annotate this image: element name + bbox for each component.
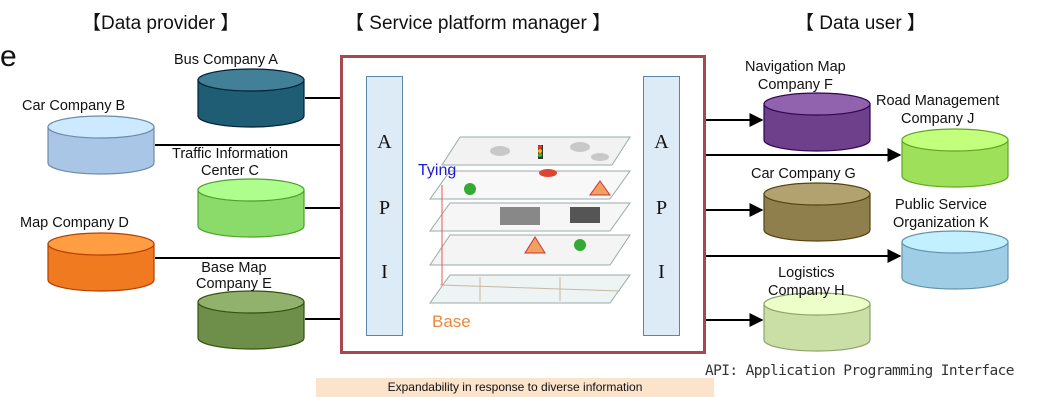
cylinder-body — [197, 189, 305, 238]
api-definition-note: API: Application Programming Interface — [705, 363, 1015, 379]
header-data-user: 【 Data user 】 — [795, 13, 926, 34]
cylinder-body — [47, 243, 155, 292]
api-letter-a: A — [654, 131, 669, 153]
cylinder-body — [901, 241, 1009, 290]
cylinder-body — [763, 303, 871, 352]
api-letter-i: I — [381, 261, 388, 283]
header-data-provider: 【Data provider 】 — [82, 13, 240, 34]
cylinder-traffic-center-c — [197, 178, 305, 238]
cylinder-top — [901, 230, 1009, 254]
cylinder-base-map-e — [197, 290, 305, 350]
cylinder-map-company-d — [47, 232, 155, 292]
cylinder-top — [901, 128, 1009, 152]
cylinder-body — [197, 79, 305, 128]
layer-label-tying: Tying — [418, 162, 457, 179]
cylinder-top — [47, 232, 155, 256]
cylinder-body — [197, 301, 305, 350]
api-letter-a: A — [377, 131, 392, 153]
cylinder-top — [197, 290, 305, 314]
api-letter-i: I — [658, 261, 665, 283]
cylinder-car-g — [763, 182, 871, 242]
api-letter-p: P — [378, 197, 391, 219]
cylinder-top — [47, 115, 155, 139]
label-car-g: Car Company G — [751, 166, 856, 182]
cylinder-body — [901, 139, 1009, 188]
cylinder-top — [763, 292, 871, 316]
label-logistics-h: Logistics Company H — [768, 265, 845, 299]
layer-label-base: Base — [432, 312, 471, 331]
label-car-company-b: Car Company B — [22, 98, 126, 114]
cylinder-body — [47, 126, 155, 175]
cylinder-top — [197, 68, 305, 92]
cylinder-bus-company-a — [197, 68, 305, 128]
label-base-map-e: Base Map Company E — [196, 260, 272, 292]
cylinder-top — [763, 92, 871, 116]
cylinder-top — [197, 178, 305, 202]
header-service-platform: 【 Service platform manager 】 — [345, 13, 612, 34]
label-bus-company-a: Bus Company A — [174, 52, 278, 68]
label-traffic-center-c: Traffic Information Center C — [172, 146, 289, 179]
label-road-j: Road Management Company J — [876, 93, 1000, 127]
cylinder-car-company-b — [47, 115, 155, 175]
label-map-company-d: Map Company D — [20, 215, 129, 231]
cylinder-top — [763, 182, 871, 206]
cylinder-road-j — [901, 128, 1009, 188]
api-bar-left: A P I — [366, 76, 403, 336]
cylinder-logistics-h — [763, 292, 871, 352]
fragment-letter: e — [0, 40, 17, 73]
label-navigation-f: Navigation Map Company F — [745, 59, 846, 93]
layered-map-illustration — [429, 136, 631, 304]
cylinder-body — [763, 103, 871, 152]
cylinder-navigation-f — [763, 92, 871, 152]
label-public-k: Public Service Organization K — [893, 197, 989, 231]
cylinder-public-k — [901, 230, 1009, 290]
api-bar-right: A P I — [643, 76, 680, 336]
api-letter-p: P — [655, 197, 668, 219]
expandability-note: Expandability in response to diverse inf… — [316, 378, 714, 397]
cylinder-body — [763, 193, 871, 242]
